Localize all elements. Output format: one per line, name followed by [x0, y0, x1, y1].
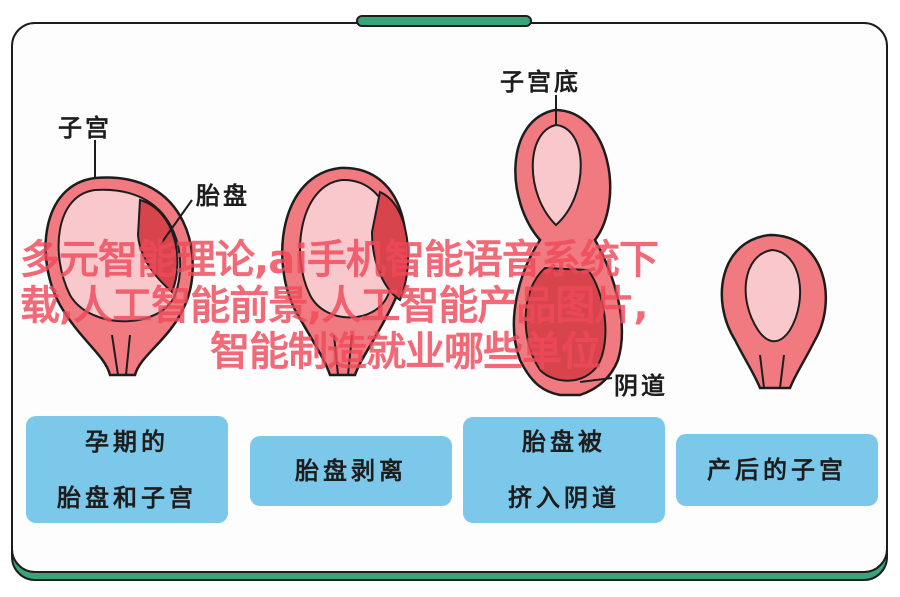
- stage4-uterus-illustration: [720, 233, 828, 390]
- stage2-placenta: [370, 190, 410, 302]
- stage-button-line2: 胎盘和子宫: [57, 483, 197, 512]
- placenta-pointer: [159, 199, 193, 246]
- stage3-placenta: [524, 266, 607, 382]
- stage-button-expulsion[interactable]: 胎盘被 挤入阴道: [463, 417, 665, 523]
- stage-button-pregnancy[interactable]: 孕期的 胎盘和子宫: [26, 416, 228, 523]
- stage1-placenta: [136, 198, 179, 294]
- watermark-line3: 智能制造就业哪些单位: [210, 329, 601, 375]
- stage-button-separation[interactable]: 胎盘剥离: [250, 436, 452, 506]
- stage-button-line1: 孕期的: [85, 427, 169, 456]
- uterus-label: 子宫: [58, 114, 112, 142]
- stage-button-line1: 产后的子宫: [707, 456, 847, 484]
- stage3-uterus-illustration: [512, 95, 624, 397]
- stage-button-line2: 挤入阴道: [508, 484, 620, 512]
- fundus-label: 子宫底: [500, 68, 581, 96]
- stage-button-line1: 胎盘被: [522, 428, 606, 456]
- stage1-uterus-illustration: [44, 176, 194, 377]
- stage-button-postpartum[interactable]: 产后的子宫: [676, 434, 878, 506]
- stage-button-line1: 胎盘剥离: [295, 457, 407, 485]
- stage2-uterus-illustration: [280, 166, 410, 377]
- vagina-label: 阴道: [614, 372, 668, 400]
- watermark-line1: 多元智能理论,ai手机智能语音系统下: [20, 237, 659, 283]
- placenta-label: 胎盘: [196, 182, 250, 210]
- watermark-line2: 载,人工智能前景,人工智能产品图片,: [20, 283, 649, 329]
- card-tab: [356, 15, 532, 27]
